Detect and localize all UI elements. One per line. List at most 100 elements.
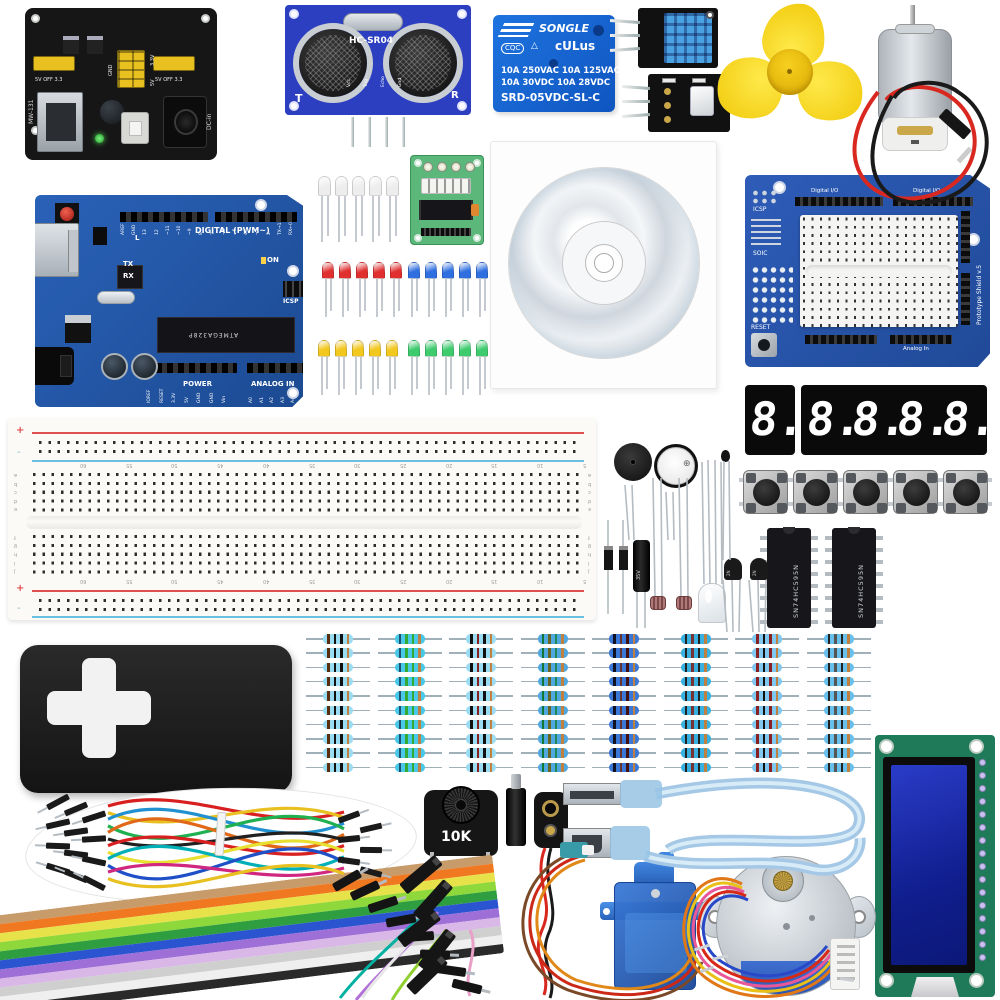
resistor-band: [619, 648, 623, 658]
resistor-band: [769, 762, 772, 773]
resistor-band: [632, 762, 636, 773]
resistor: [823, 662, 854, 673]
resistor-band: [847, 662, 850, 673]
led-leg: [389, 196, 391, 242]
resistor-band: [483, 634, 486, 644]
resistor: [323, 676, 353, 687]
pin: [368, 117, 371, 147]
model-label: HC-SR04: [349, 36, 394, 46]
resistor-band: [847, 648, 850, 658]
resistor-band: [775, 634, 779, 644]
hub: [767, 49, 813, 95]
resistor-band: [398, 691, 402, 701]
resistor-band: [840, 648, 844, 658]
resistor-band: [684, 705, 688, 715]
resistor-band: [756, 676, 759, 687]
resistor-band: [405, 762, 408, 773]
led-leg: [372, 196, 374, 242]
resistor-band: [333, 748, 337, 758]
photoresistor: [650, 596, 666, 610]
rating-line2: 10A 30VDC 10A 28VDC: [501, 78, 611, 88]
resistor-band: [626, 762, 629, 773]
ic-leg: [811, 572, 818, 576]
resistor-band: [691, 676, 694, 687]
mold-dot-icon: [549, 59, 558, 68]
green-led: [459, 340, 471, 357]
led-leg: [376, 279, 378, 317]
resistor-band: [769, 719, 772, 730]
switch-corner-pin: [896, 473, 906, 483]
resistor-band: [762, 705, 766, 715]
switch-corner-pin: [746, 503, 756, 513]
resistor-band: [827, 634, 831, 644]
resistor-band: [327, 648, 330, 658]
resistor: [609, 634, 639, 644]
resistor-band: [684, 719, 688, 730]
resistor-band: [827, 676, 831, 687]
resistor-band: [613, 748, 616, 758]
resistor-band: [684, 676, 688, 687]
resistor-band: [418, 634, 421, 644]
resistor-band: [704, 734, 707, 744]
dc-plug: [506, 774, 526, 846]
brand-label: SONGLE: [539, 22, 590, 35]
switch-corner-pin: [796, 503, 806, 513]
resistor-band: [346, 691, 350, 701]
switch-corner-pin: [827, 503, 837, 513]
resistor-band: [483, 748, 486, 758]
resistor-band: [613, 648, 616, 658]
white-led: [386, 176, 399, 196]
resistor-band: [626, 719, 629, 730]
resistor: [823, 676, 854, 687]
shift-register-ic: SN74HC595N: [760, 527, 818, 628]
triangle-mark-icon: △: [531, 41, 538, 51]
resistor-band: [697, 734, 701, 744]
resistor-band: [346, 734, 350, 744]
power-supply-module: 5V OFF 3.3 5V OFF 3.3 GND 3.3V 5V MW-131…: [25, 8, 217, 160]
led-leg: [411, 357, 413, 395]
mount-hole-icon: [879, 973, 894, 988]
resistor: [323, 662, 353, 673]
led-leg: [450, 357, 452, 389]
resistor-band: [684, 662, 688, 673]
lcd-pin: [979, 772, 986, 779]
jst-socket: [421, 178, 471, 194]
resistor-band: [762, 648, 766, 658]
resistor-band: [346, 634, 350, 644]
resistor: [680, 648, 711, 658]
resistor-band: [340, 705, 343, 715]
resistor-band: [411, 634, 415, 644]
resistor-band: [470, 648, 473, 658]
ic-leg: [760, 584, 767, 588]
resistor-band: [756, 662, 759, 673]
icsp-label: ICSP: [753, 206, 767, 213]
resistor-band: [418, 662, 421, 673]
ic-leg: [760, 536, 767, 540]
electrolytic-capacitor: 35V: [633, 540, 650, 592]
resistor-band: [704, 676, 707, 687]
resistor-band: [398, 676, 402, 687]
prototype-shield: Digital I/O Digital I/O ICSP SOIC RESET …: [745, 175, 990, 367]
resistor-band: [470, 734, 473, 744]
blue-led: [476, 262, 488, 279]
resistor-band: [541, 676, 545, 687]
resistor-band: [775, 662, 779, 673]
resistor-band: [483, 705, 486, 715]
resistor-band: [554, 748, 558, 758]
resistor-band: [762, 676, 766, 687]
resistor: [537, 748, 568, 758]
resistor-band: [418, 762, 421, 773]
resistor-band: [548, 676, 551, 687]
screw-hole-icon: [473, 234, 481, 242]
switch-leg: [839, 502, 844, 506]
resistor-band: [704, 634, 707, 644]
resistor-band: [333, 705, 337, 715]
blue-led: [408, 262, 420, 279]
resistor: [752, 719, 782, 730]
resistor: [823, 648, 854, 658]
resistor-band: [840, 762, 844, 773]
led-leg: [433, 357, 435, 389]
resistor-band: [613, 762, 616, 773]
ic-leg: [825, 608, 832, 612]
resistor: [323, 719, 353, 730]
